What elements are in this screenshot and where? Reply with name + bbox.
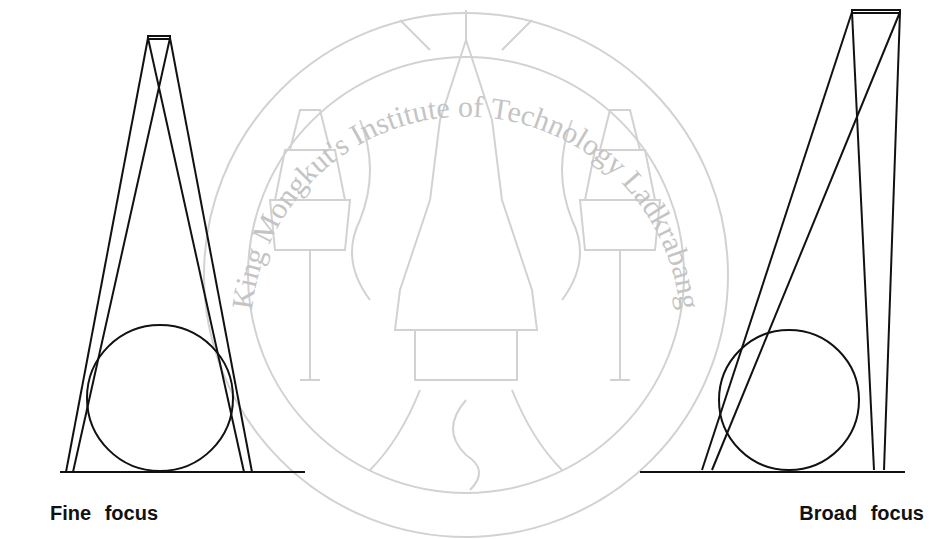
- ray: [66, 38, 148, 472]
- watermark-text: King Mongkut's Institute of Technology L…: [225, 90, 707, 311]
- baseline: [640, 471, 905, 473]
- ray: [148, 38, 244, 472]
- caption-label: Fine focus: [50, 502, 158, 525]
- watermark-text: King Mongkut's Institute of Technology L…: [225, 90, 707, 311]
- specimen-circle: [719, 330, 859, 470]
- caption-label: Broad focus: [799, 502, 924, 525]
- ray: [884, 12, 900, 470]
- focal-spot: [852, 10, 900, 13]
- ray: [712, 12, 900, 470]
- baseline: [60, 471, 305, 473]
- ray: [170, 38, 252, 472]
- specimen-circle: [87, 325, 233, 471]
- focal-spot: [148, 36, 170, 39]
- ray: [852, 12, 874, 470]
- ray: [702, 12, 852, 470]
